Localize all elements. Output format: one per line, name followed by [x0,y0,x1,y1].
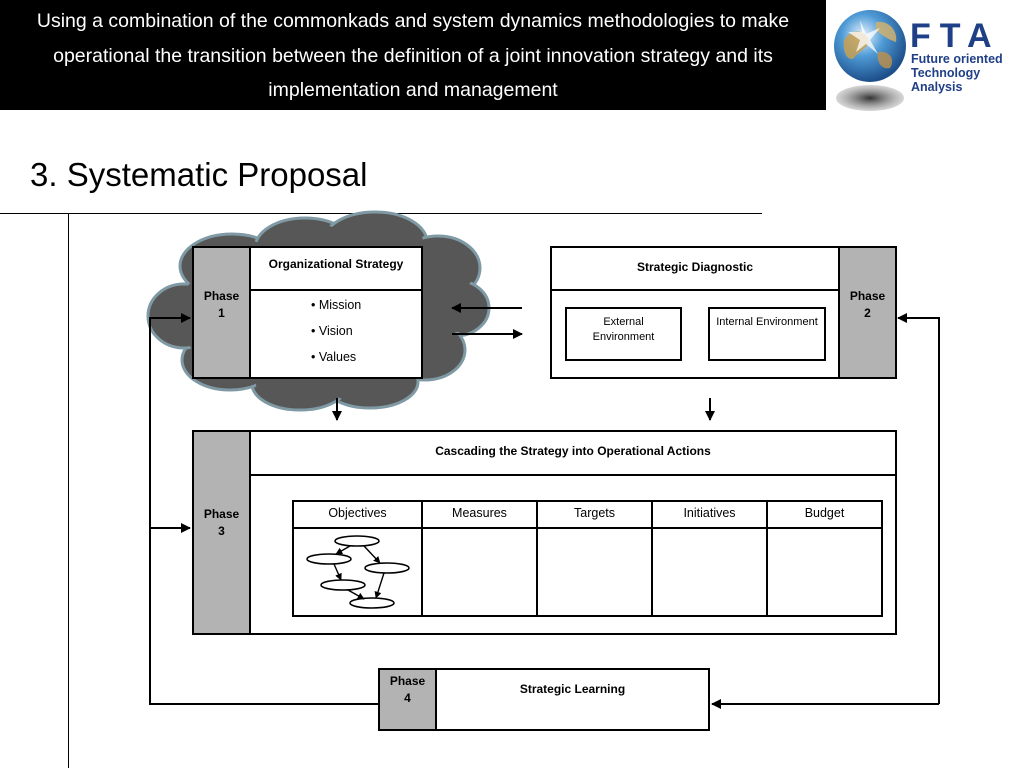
fta-logo: FTA Future oriented Technology Analysis [830,0,1024,120]
operational-table [292,500,883,617]
bullet-vision: Vision [318,324,353,338]
objective-node [334,535,380,547]
phase1-label-box: Phase 1 [192,246,251,379]
objective-node [349,597,395,609]
phase2-label: Phase 2 [849,289,886,320]
logo-line-1: Future oriented [911,52,1003,66]
phase3-divider [249,474,897,476]
column-header-budget: Budget [804,506,845,520]
banner-text: Using a combination of the commonkads an… [36,10,790,101]
logo-letters: FTA [910,17,1001,55]
phase3-label: Phase 3 [203,507,240,538]
column-header-objectives: Objectives [328,506,387,520]
objectives-map-diagram [306,535,410,609]
objective-node [364,562,410,574]
globe-icon [834,10,906,111]
objective-node [320,579,366,591]
internal-environment-box: Internal Environment [708,307,826,361]
bullet-item: • Mission [311,298,362,312]
logo-line-2: Technology [911,66,981,80]
phase2-title: Strategic Diagnostic [636,260,754,274]
phase1-title: Organizational Strategy [268,257,404,271]
column-header-targets: Targets [574,506,615,520]
phase1-bullets: • Mission • Vision • Values [311,292,361,370]
phase2-label-box: Phase 2 [838,246,897,379]
left-vertical-rule [68,214,69,768]
column-header-measures: Measures [452,506,507,520]
phase2-divider [550,289,840,291]
table-column-divider [766,500,768,617]
column-header-initiatives: Initiatives [683,506,736,520]
external-environment-box: External Environment [565,307,682,361]
header-banner: Using a combination of the commonkads an… [0,0,826,110]
phase3-title: Cascading the Strategy into Operational … [435,444,711,458]
table-column-divider [421,500,423,617]
table-column-divider [651,500,653,617]
bullet-values: Values [318,350,357,364]
table-header-divider [292,527,883,529]
phase1-label: Phase 1 [203,289,240,320]
phase4-label: Phase 4 [389,674,426,705]
bullet-item: • Vision [311,324,353,338]
slide-title: 3. Systematic Proposal [30,156,368,193]
internal-environment-label: Internal Environment [716,316,818,328]
logo-subtitle: Future oriented Technology Analysis [911,52,1003,94]
external-environment-label: External Environment [592,316,655,343]
phase4-title: Strategic Learning [519,682,626,696]
bullet-mission: Mission [318,298,362,312]
phase1-divider [249,289,423,291]
phase4-label-box: Phase 4 [378,668,437,731]
logo-line-3: Analysis [911,80,963,94]
table-column-divider [536,500,538,617]
bullet-item: • Values [311,350,357,364]
objective-node [306,553,352,565]
phase3-label-box: Phase 3 [192,430,251,635]
